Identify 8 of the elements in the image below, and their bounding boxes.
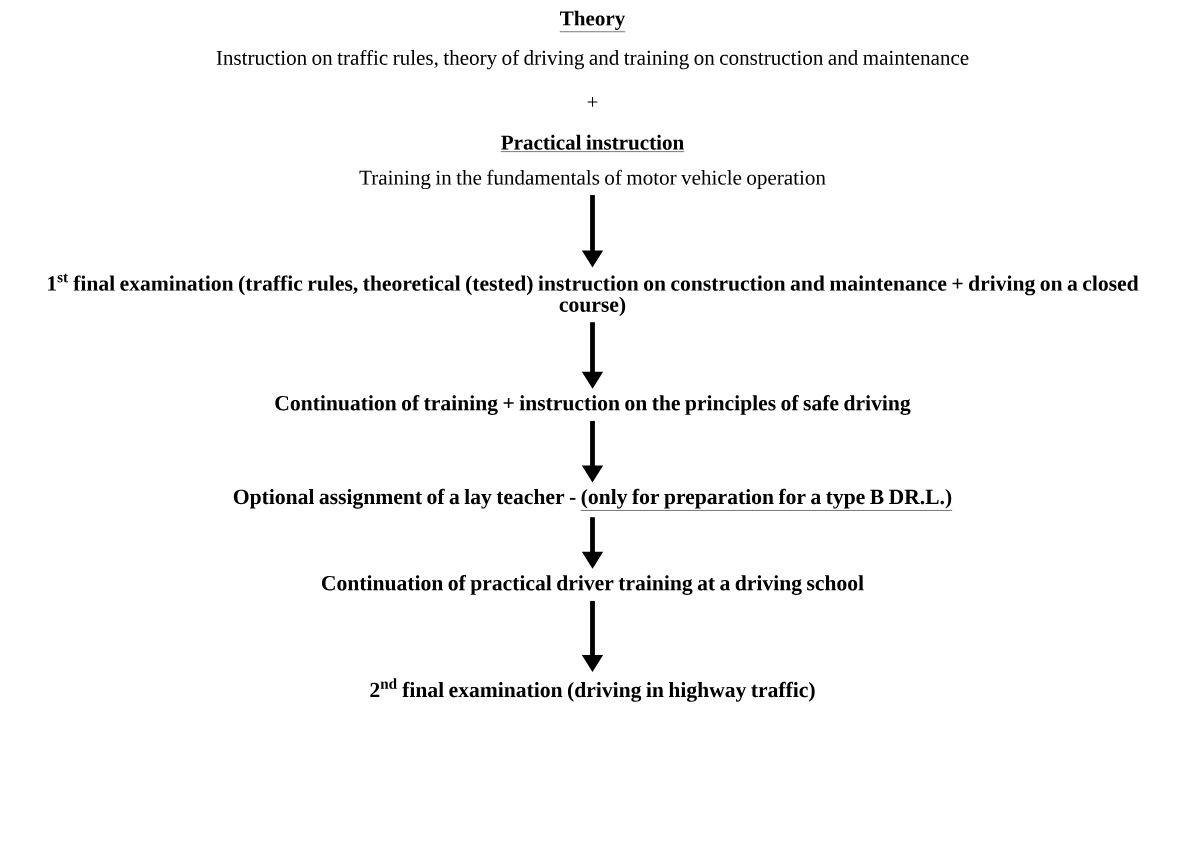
section-text: Theory Instruction on traffic rules, theory of driving and training on construction and maintenance	[216, 10, 969, 70]
step-text: 2$^{nd}$ final examination (driving in highway traffic)	[370, 678, 815, 702]
step-text: 1$^{st}$ final examination (traffic rules, theoretical (tested) instruction on construction and maintenance + driving on a closed course)	[48, 273, 1139, 317]
step-text: Optional assignment of a lay teacher - (only for preparation for a type B DR.L.)	[233, 488, 953, 511]
section-text: Practical instruction Training in the fundamentals of motor vehicle operation	[359, 134, 826, 190]
step-text: Continuation of training + instruction on the principles of safe driving	[275, 395, 911, 415]
step-text: Continuation of practical driver training at a driving school	[321, 575, 864, 595]
plus-sign: +	[587, 97, 598, 107]
